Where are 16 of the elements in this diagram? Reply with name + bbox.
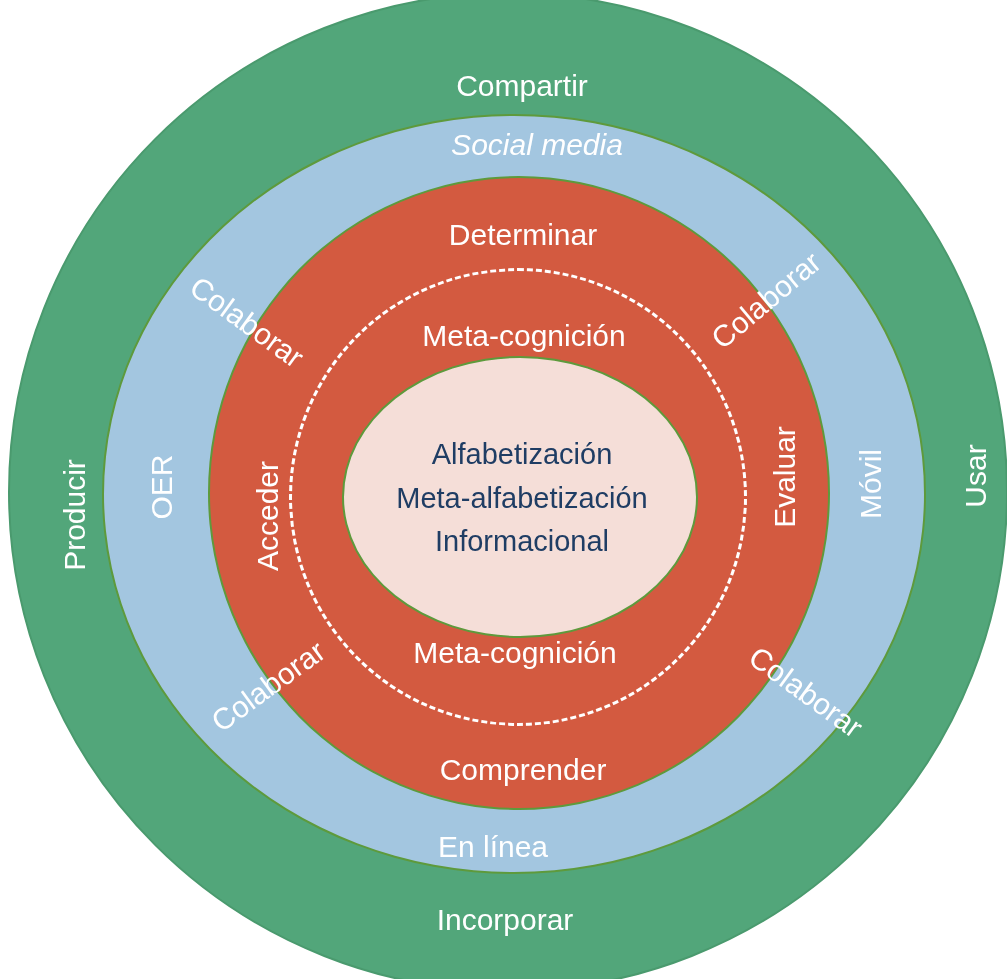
ring-label: Evaluar	[767, 426, 801, 528]
ring-label: Compartir	[456, 68, 588, 102]
ring-label: En línea	[437, 829, 549, 863]
center-title: Alfabetización Meta-alfabetización Informacional	[395, 436, 649, 559]
ring-label: Usar	[958, 444, 992, 508]
ring-label: Producir	[57, 459, 91, 571]
ring-label: Meta-cognición	[413, 635, 617, 669]
ring-label: Determinar	[448, 217, 598, 251]
outer-ring	[8, 0, 1007, 979]
ring-label: Incorporar	[436, 902, 574, 936]
ring-label: Móvil	[853, 449, 887, 519]
ring-label: OER	[144, 454, 178, 520]
ring-label: Acceder	[250, 460, 284, 572]
ring-label: Meta-cognición	[422, 318, 626, 352]
ring-label: Social media	[451, 127, 623, 161]
ring-label: Comprender	[439, 752, 607, 786]
